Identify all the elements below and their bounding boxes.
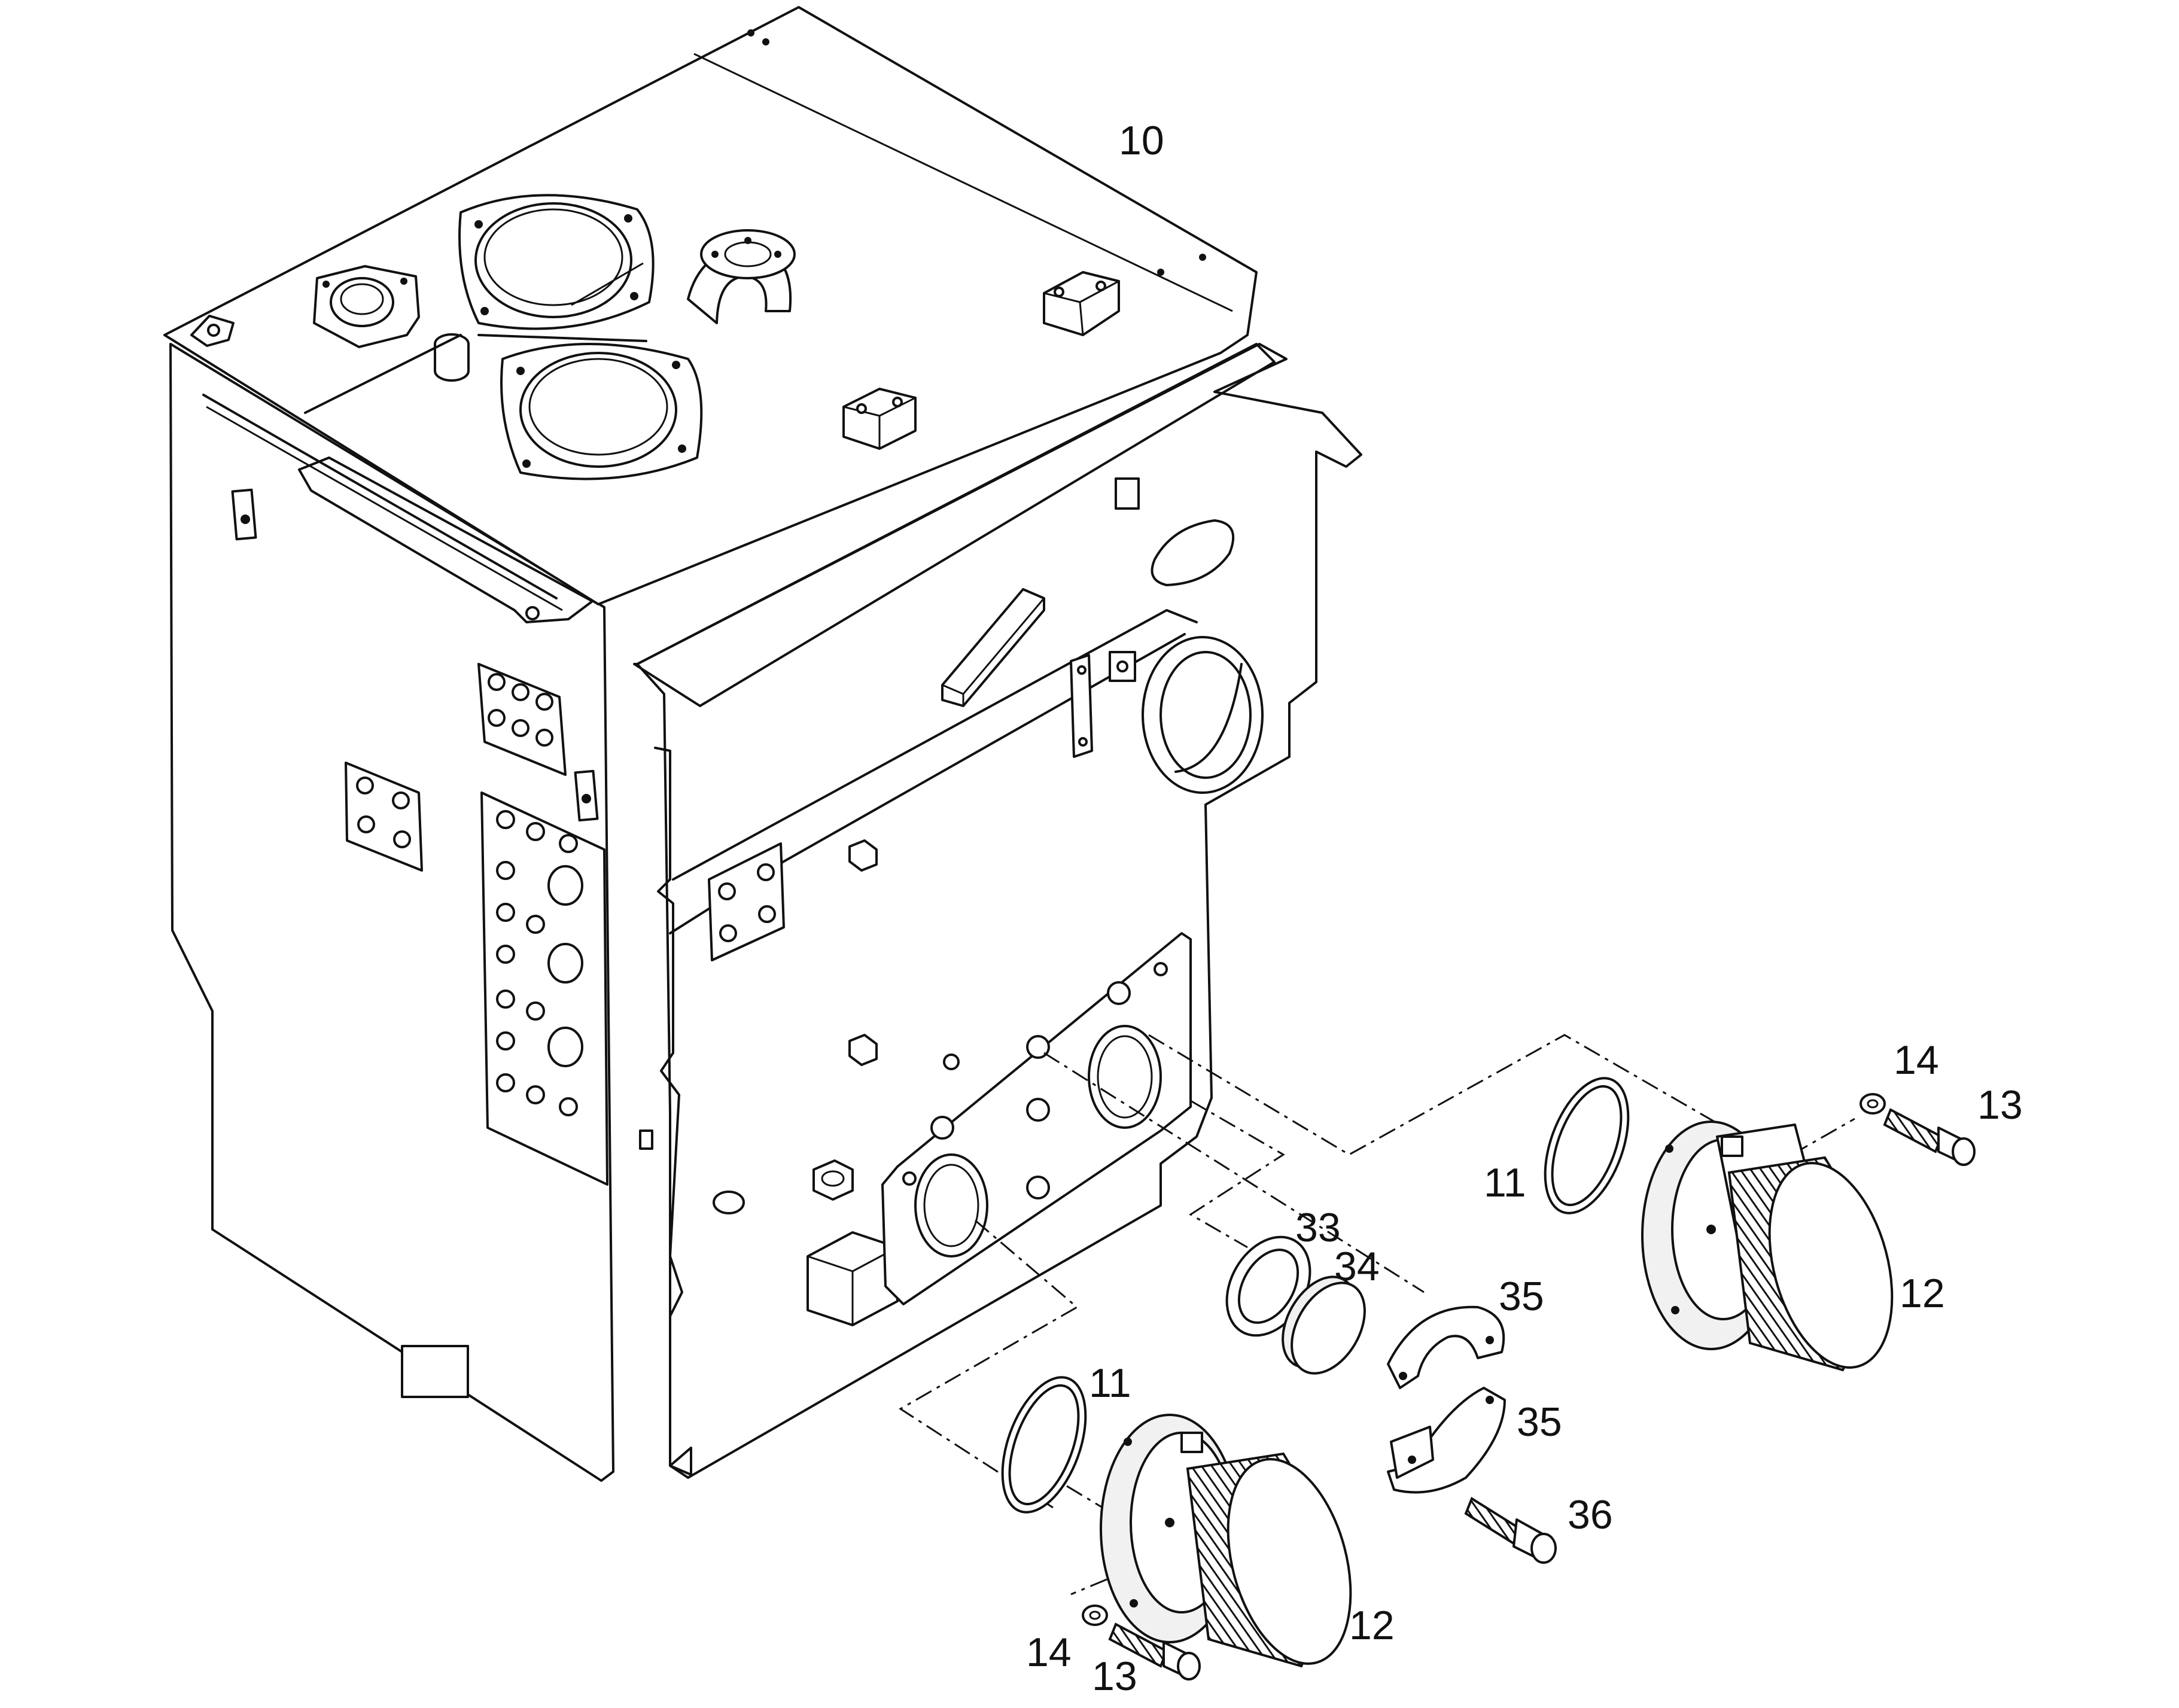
callout-10: 10 (1119, 118, 1164, 163)
left-face-features (345, 663, 653, 1186)
threaded-fitting-left (1100, 1414, 1352, 1668)
large-flange-ring-bottom (500, 343, 703, 480)
washer-right (1860, 1093, 1886, 1115)
callout-14-left: 14 (1026, 1630, 1072, 1675)
callout-36: 36 (1568, 1492, 1613, 1537)
front-face-features (708, 477, 1264, 1326)
washer-left (1082, 1605, 1108, 1626)
housing-assembly (163, 6, 1362, 1482)
callout-14-right: 14 (1894, 1037, 1939, 1083)
threaded-fitting-right (1641, 1121, 1894, 1372)
cap-screw-right (1883, 1108, 1976, 1166)
horseshoe-bracket (687, 229, 796, 324)
callout-33: 33 (1295, 1205, 1341, 1250)
callout-11-right: 11 (1484, 1160, 1526, 1205)
large-flange-ring-top (458, 194, 655, 330)
callout-labels: 10 11 11 12 12 13 13 14 14 33 34 35 35 3… (1026, 118, 2023, 1699)
callout-12-right: 12 (1900, 1271, 1945, 1316)
o-ring-left (1001, 1376, 1087, 1514)
split-flange-half-top (1387, 1305, 1505, 1389)
front-port-flange (1142, 636, 1264, 794)
blank-disc (1282, 1275, 1366, 1375)
left-mounting-bracket (298, 456, 594, 623)
housing-right-frame (636, 343, 1362, 1479)
o-ring-right (1544, 1077, 1630, 1214)
manifold-plate (480, 791, 608, 1186)
bolt (1464, 1497, 1557, 1564)
callout-13-left: 13 (1092, 1654, 1137, 1699)
cap-screw-left (1108, 1622, 1201, 1680)
top-mounting-blocks (842, 271, 1120, 450)
split-flange-half-bottom (1387, 1387, 1506, 1494)
callout-35-top: 35 (1499, 1274, 1544, 1319)
top-face-features (190, 29, 1206, 480)
callout-34: 34 (1334, 1244, 1380, 1289)
callout-12-left: 12 (1349, 1603, 1395, 1648)
callout-35-bottom: 35 (1517, 1399, 1562, 1445)
callout-13-right: 13 (1977, 1082, 2023, 1128)
callout-11-left: 11 (1089, 1360, 1131, 1406)
